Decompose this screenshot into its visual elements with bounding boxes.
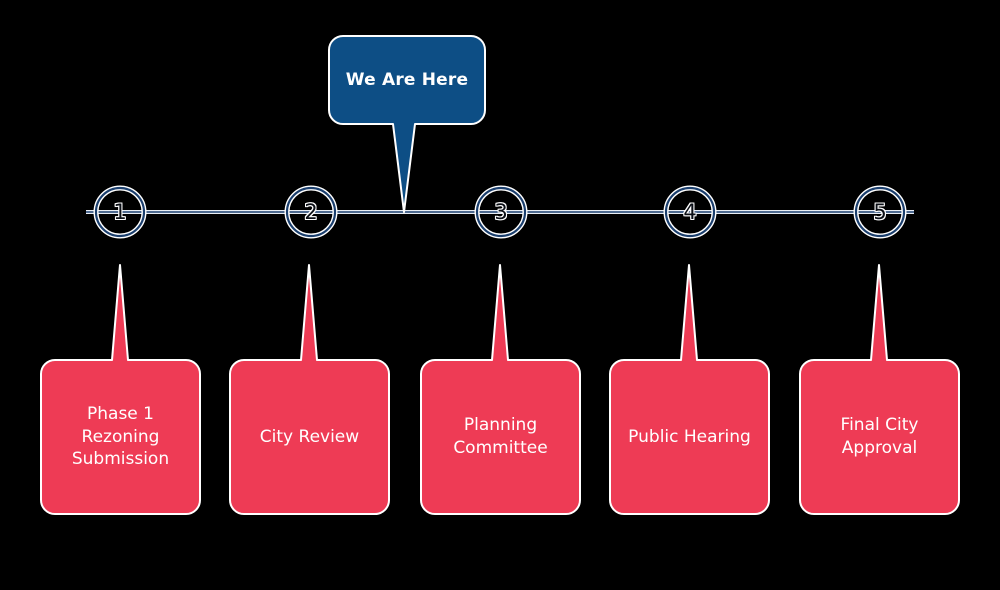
we-are-here-callout[interactable] — [328, 35, 486, 213]
timeline-nodes — [93, 185, 907, 239]
node-circle-ring-4 — [664, 186, 716, 238]
step-card-2[interactable] — [229, 264, 390, 515]
node-circle-ring-3 — [475, 186, 527, 238]
we-are-here-bubble[interactable] — [328, 35, 486, 213]
node-circle-ring-2 — [285, 186, 337, 238]
node-circle-ring-1 — [94, 186, 146, 238]
step-card-5[interactable] — [799, 264, 960, 515]
step-card-4[interactable] — [609, 264, 770, 515]
node-circle-ring-5 — [854, 186, 906, 238]
step-card-3[interactable] — [420, 264, 581, 515]
step-card-1[interactable] — [40, 264, 201, 515]
step-cards — [40, 264, 960, 515]
